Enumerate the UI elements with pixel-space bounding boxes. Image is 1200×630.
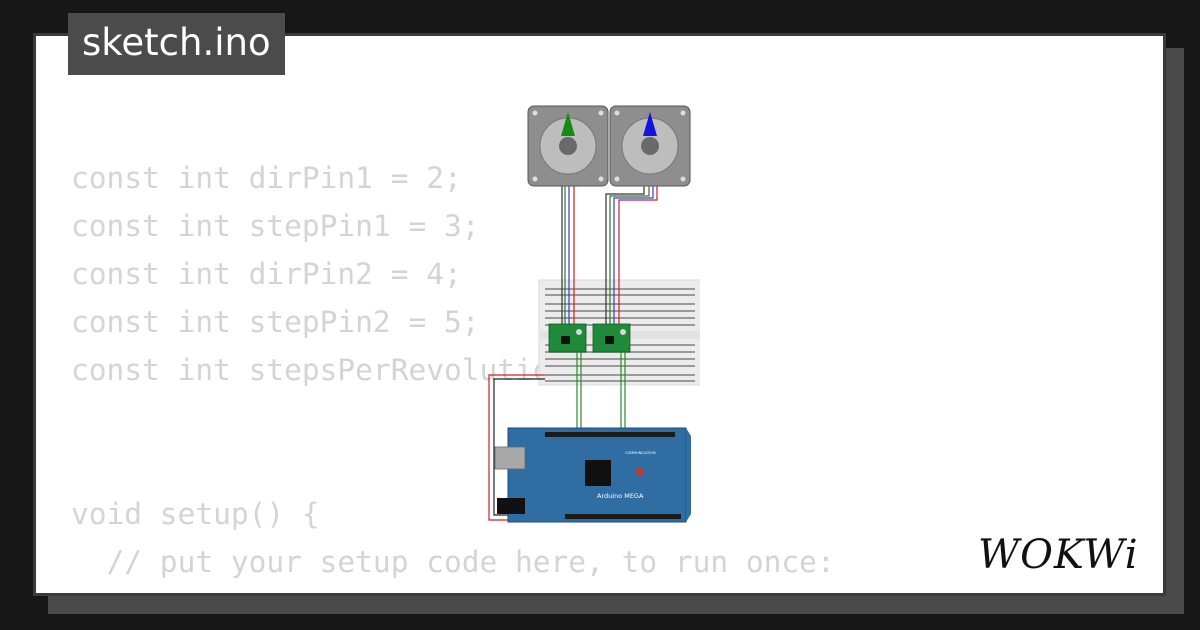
motor2-wires [605, 186, 658, 330]
code-line: const int dirPin1 = 2; [71, 161, 462, 195]
board-label: Arduino MEGA [597, 492, 644, 500]
code-line: Serial.begin(9600); [71, 586, 835, 593]
brand-name: WOKWi [978, 532, 1139, 576]
stepper-motor-1 [527, 105, 609, 187]
motor1-wires [561, 186, 575, 330]
code-line: void setup() { [71, 497, 320, 531]
code-line [71, 394, 835, 442]
code-editor: const int dirPin1 = 2; const int stepPin1… [71, 154, 835, 593]
stepper-motor-2 [609, 105, 691, 187]
control-wires [576, 352, 626, 430]
arduino-mega-board: Arduino MEGA COMMUNICATION [494, 427, 691, 523]
wokwi-logo: WOKWi [978, 532, 1139, 576]
code-line: const int stepsPerRevolution = 200; [71, 353, 693, 387]
code-line: const int dirPin2 = 4; [71, 257, 462, 291]
code-line: const int stepPin1 = 3; [71, 209, 480, 243]
a4988-driver-2 [592, 323, 631, 353]
circuit-diagram: Arduino MEGA COMMUNICATION [488, 105, 700, 523]
code-line: const int stepPin2 = 5; [71, 305, 480, 339]
file-tab[interactable]: sketch.ino [68, 13, 285, 75]
code-line: // put your setup code here, to run once… [71, 545, 835, 579]
code-line [71, 442, 835, 490]
board-sublabel: COMMUNICATION [625, 451, 656, 455]
a4988-driver-1 [548, 323, 587, 353]
